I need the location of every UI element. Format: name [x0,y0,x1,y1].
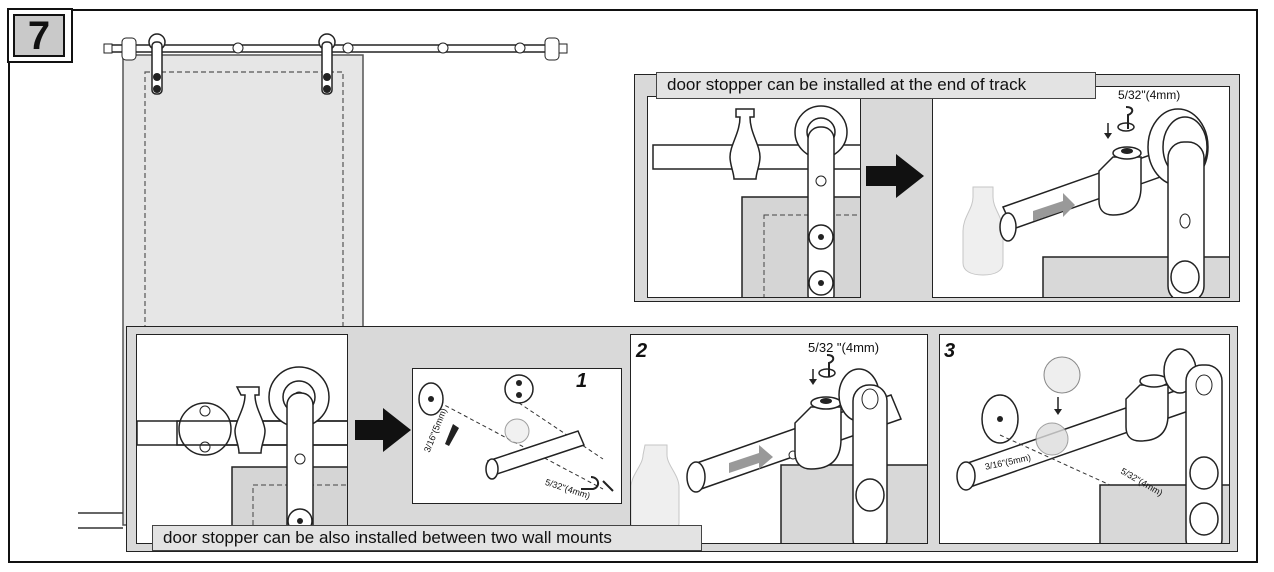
sub-step-2-size-label: 5/32 "(4mm) [808,340,880,355]
sub-step-1-view [412,368,622,504]
sub-step-3-number: 3 [944,340,956,362]
sliding-track [109,44,566,53]
step-frame [8,9,1258,563]
sub-step-3-view [939,334,1230,544]
bottom-caption: door stopper can be also installed betwe… [152,525,702,551]
top-left-view [647,96,861,298]
top-size-label: 5/32"(4mm) [1118,88,1181,102]
sub-step-2-view [630,334,928,544]
sub-step-1-number: 1 [576,370,588,392]
top-right-view [932,86,1230,298]
bottom-overview-view [136,334,348,544]
step-number: 7 [13,14,65,57]
step-number-box: 7 [7,8,73,63]
sub-step-2-number: 2 [636,340,648,362]
door-hanger-right [318,33,336,95]
door-hanger-left [148,33,166,95]
top-caption: door stopper can be installed at the end… [656,72,1096,99]
